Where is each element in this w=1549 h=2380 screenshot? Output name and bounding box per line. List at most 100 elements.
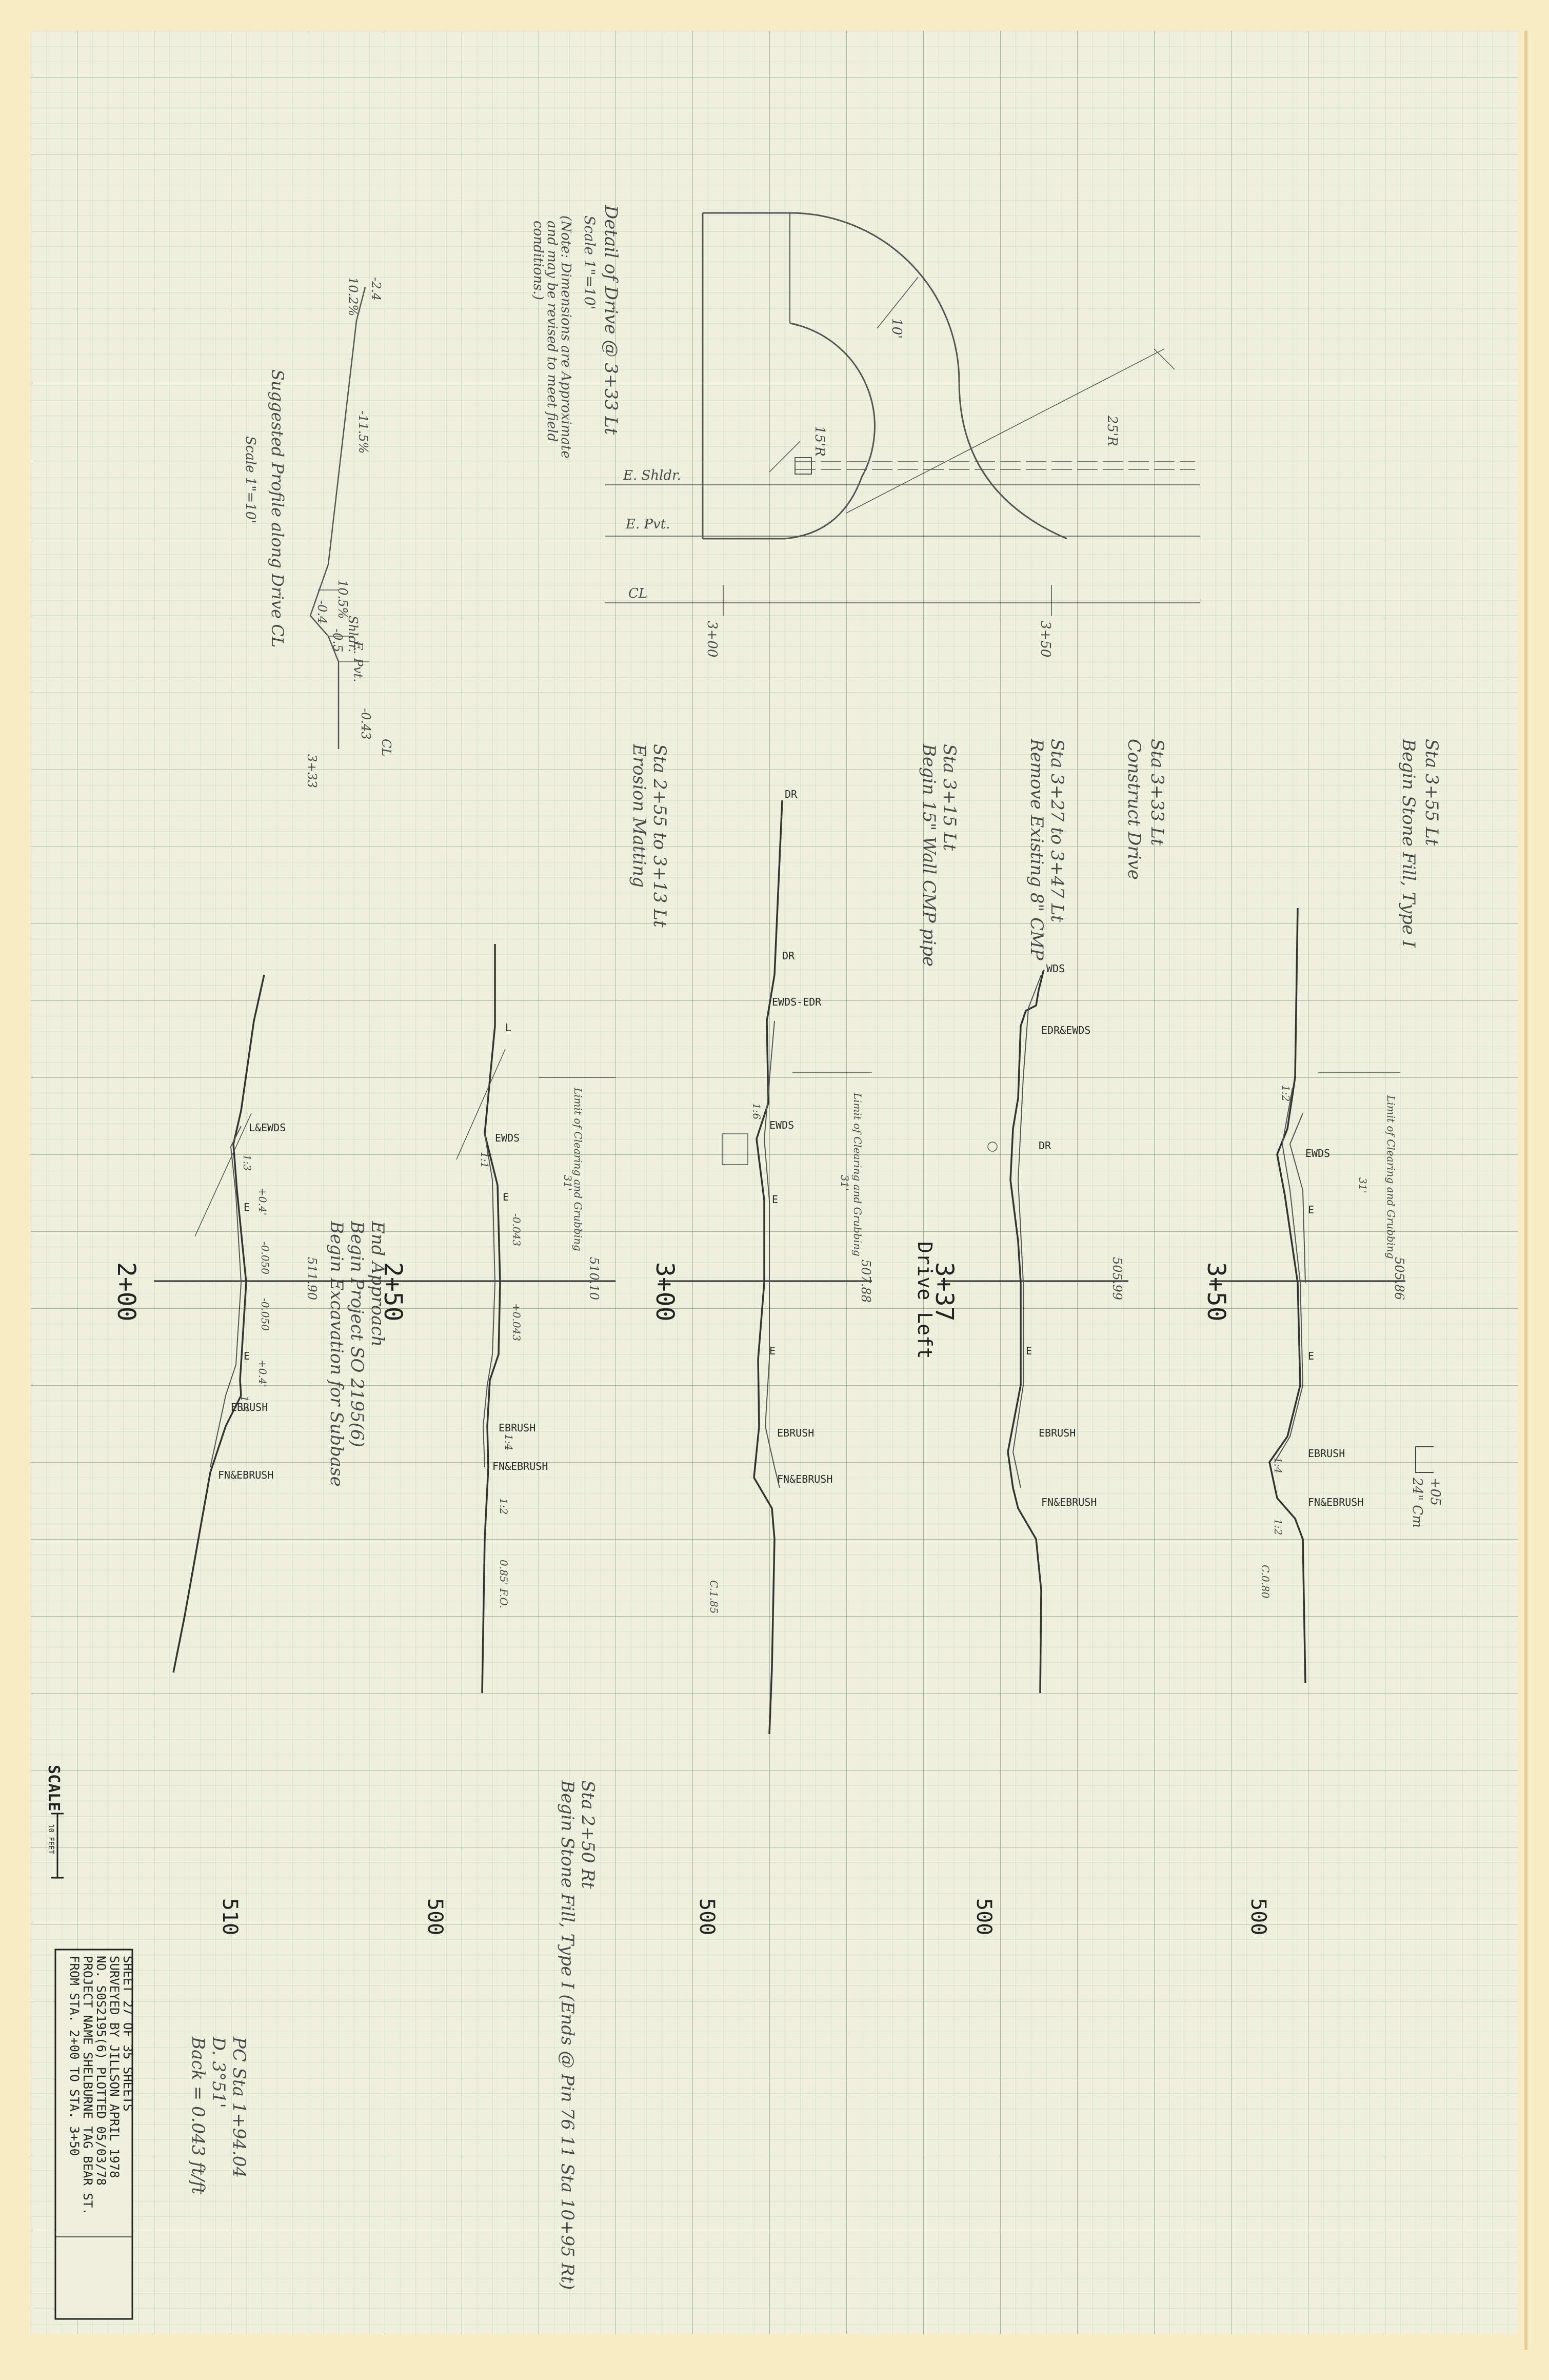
section-3-50-marker [1415, 1446, 1434, 1473]
note-2-55: Sta 2+55 to 3+13 Lt [649, 744, 670, 928]
section-2-50-cl-elev: 510.10 [587, 1257, 601, 1300]
section-2-00-lbl-3: EBRUSH [231, 1401, 268, 1413]
section-2-00-hand-1: -0.050 [259, 1298, 271, 1331]
section-3-50-hand-0: 1:2 [1280, 1085, 1292, 1102]
detail-note-2: and may be revised to meet field [544, 221, 560, 442]
section-2-50-hand-6: 31' [562, 1175, 574, 1191]
section-2-00-hand-2: +0.4' [256, 1188, 269, 1215]
section-3-50: 3+50 505.86 EWDS E E EBRUSH FN&EBRUSH 1:… [1202, 908, 1443, 1935]
detail-pvt-label: E. Pvt. [625, 517, 670, 532]
section-2-50-lbl-0: L [505, 1021, 511, 1034]
section-3-37-sub: Drive Left [913, 1242, 936, 1359]
section-2-00-hand-4: 1:3 [241, 1154, 253, 1171]
section-2-50-lbl-3: EBRUSH [499, 1422, 535, 1434]
section-3-37-lbl-2: DR [1039, 1139, 1051, 1152]
section-2-50-proposed [482, 1133, 496, 1468]
detail-r10: 10' [889, 318, 904, 339]
section-3-50-hand-7: 24" Cm [1409, 1477, 1425, 1528]
section-2-00-grade-line [194, 1113, 252, 1237]
section-2-50-hand-4: 1:2 [498, 1498, 510, 1514]
section-3-00-hand-3: C.1.85 [708, 1580, 720, 1614]
note-3-33: Sta 3+33 Lt [1147, 739, 1167, 846]
section-2-00-existing-ground [172, 974, 265, 1673]
profile-pct-mid: 10.5% [335, 580, 350, 619]
note-begin-excavation: Begin Excavation for Subbase [326, 1221, 347, 1487]
title-line-4: SURVEYED BY JILLSON APRIL 1978 [107, 1956, 122, 2178]
section-3-00: 3+00 507.88 DR DR EWDS-EDR EWDS E E EBRU… [650, 788, 873, 1935]
section-3-00-existing-ground [753, 800, 783, 1735]
profile-shldr: Shldr. [346, 616, 360, 652]
section-2-00-proposed [210, 1126, 242, 1468]
profile-title: Suggested Profile along Drive CL [268, 369, 287, 647]
section-3-37-lbl-1: EDR&EWDS [1041, 1024, 1090, 1036]
detail-note-3: conditions.) [530, 221, 546, 300]
section-3-00-lbl-4: E [772, 1193, 778, 1206]
detail-sta-300: 3+00 [704, 621, 720, 657]
section-3-37-pipe [987, 1142, 998, 1152]
note-degree: D. 3°51' [208, 2036, 229, 2108]
detail-shldr-label: E. Shldr. [623, 468, 681, 483]
section-3-50-hand-3: 1:4 [1272, 1457, 1284, 1473]
note-3-27: Sta 3+27 to 3+47 Lt [1047, 739, 1067, 922]
scale-bar: SCALE 10 FEET [45, 1765, 64, 1879]
section-2-50-hand-5: Limit of Clearing and Grubbing [572, 1087, 584, 1251]
section-3-50-hand-2: 31' [1357, 1177, 1369, 1193]
note-2-55-b: Erosion Matting [629, 743, 649, 888]
section-3-50-proposed-2 [1289, 1113, 1306, 1283]
section-3-00-lbl-6: EBRUSH [777, 1427, 814, 1439]
scale-units: 10 FEET [47, 1824, 55, 1855]
section-3-37-lbl-5: FN&EBRUSH [1041, 1496, 1097, 1508]
section-2-00-station: 2+00 [112, 1262, 141, 1322]
section-3-50-hand-1: Limit of Clearing and Grubbing [1385, 1095, 1397, 1259]
note-2-50-rt: Sta 2+50 Rt [578, 1780, 598, 1889]
section-2-50-elev: 500 [423, 1898, 447, 1935]
title-line-3: NO. S0S2195(6) PLOTTED 05/03/78 [94, 1956, 108, 2186]
section-3-37-lbl-3: E [1026, 1345, 1032, 1357]
section-3-37-lbl-4: EBRUSH [1039, 1427, 1076, 1439]
section-2-00-hand-5: 1:3 [239, 1395, 251, 1412]
detail-sta-350: 3+50 [1038, 621, 1053, 657]
section-3-37-cl-elev: 505.99 [1110, 1257, 1124, 1300]
profile-scale: Scale 1"=10' [243, 436, 258, 523]
profile-sta: 3+33 [305, 754, 319, 788]
detail-scale: Scale 1"=10' [581, 215, 598, 309]
note-3-15-b: Begin 15" Wall CMP pipe [919, 743, 939, 967]
section-3-50-hand-6: +05 [1427, 1478, 1443, 1506]
note-begin-project: Begin Project SO 2195(6) [347, 1221, 367, 1447]
section-3-00-lbl-1: DR [782, 950, 795, 962]
section-2-00-hand-0: -0.050 [259, 1242, 271, 1274]
section-3-00-hand-1: Limit of Clearing and Grubbing [851, 1092, 864, 1256]
section-2-50-lbl-1: EWDS [495, 1132, 520, 1144]
profile-labels: Suggested Profile along Drive CL Scale 1… [243, 277, 393, 788]
detail-r25: 25'R [1104, 415, 1120, 446]
section-3-50-existing-ground [1268, 908, 1306, 1683]
section-3-50-lbl-1: E [1308, 1204, 1314, 1216]
section-3-50-hand-5: C.0.80 [1259, 1565, 1272, 1599]
profile-elev-c: -0.43 [359, 708, 373, 740]
section-3-37: 3+37 Drive Left 505.99 WDS EDR&EWDS DR E… [913, 962, 1128, 1935]
section-2-50-station: 2+50 [379, 1262, 407, 1322]
note-3-55-b: Begin Stone Fill, Type I [1398, 738, 1419, 948]
title-line-1: FROM STA. 2+00 TO STA. 3+50 [67, 1956, 82, 2156]
section-3-50-lbl-4: FN&EBRUSH [1308, 1496, 1363, 1508]
section-3-50-proposed [1274, 1087, 1304, 1463]
section-3-00-lbl-0: DR [785, 788, 798, 800]
section-3-00-lbl-3: EWDS [769, 1119, 794, 1131]
section-2-00-lbl-1: E [244, 1201, 250, 1213]
section-3-37-station: 3+37 [930, 1262, 959, 1322]
section-2-50-hand-0: -0.043 [510, 1213, 523, 1246]
note-2-50-rt-b: Begin Stone Fill, Type I (Ends @ Pin 76 … [557, 1780, 578, 2290]
section-3-37-lbl-0: WDS [1046, 962, 1065, 975]
section-2-50-lbl-2: E [503, 1191, 509, 1203]
section-3-00-station: 3+00 [650, 1262, 679, 1322]
profile-elev-top: -2.4 [369, 277, 383, 301]
section-2-00-elev: 510 [218, 1898, 242, 1935]
section-2-50-hand-2: 1:1 [479, 1152, 491, 1168]
section-2-50-hand-7: 0.85' F.O. [498, 1560, 510, 1608]
drive-detail [605, 212, 1200, 616]
section-2-50-grade-line [456, 1049, 506, 1160]
section-3-50-elev: 500 [1246, 1898, 1270, 1935]
section-2-00-lbl-2: E [244, 1350, 250, 1362]
section-3-50-hand-4: 1:2 [1272, 1519, 1284, 1535]
note-back: Back = 0.043 ft/ft [188, 2036, 208, 2194]
